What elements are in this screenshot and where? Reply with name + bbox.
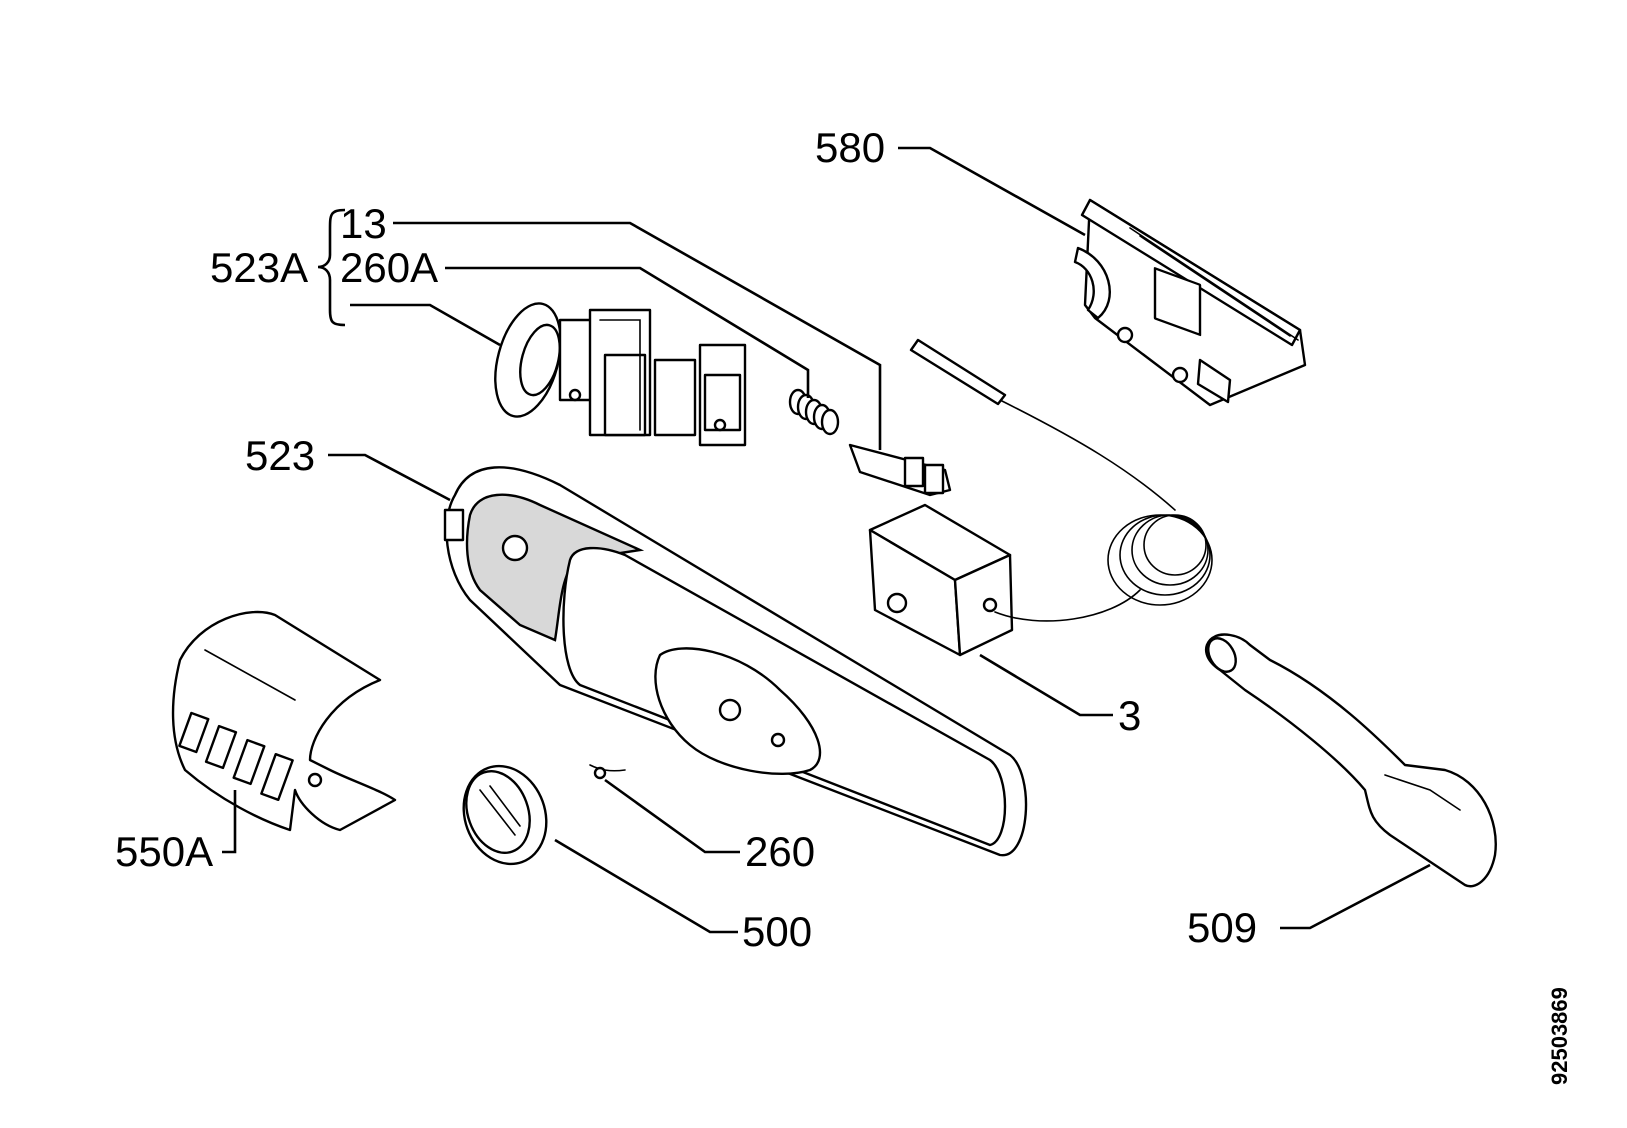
part-523A-switch-assembly (494, 302, 747, 447)
callout-labels: 580 13 523A 260A 523 3 550A 260 500 509 (115, 124, 1257, 955)
label-3: 3 (1118, 692, 1141, 739)
part-580-bracket (1073, 198, 1307, 407)
label-523A: 523A (210, 244, 308, 291)
label-260A: 260A (340, 244, 438, 291)
label-523: 523 (245, 432, 315, 479)
label-509: 509 (1187, 904, 1257, 951)
leader-550A (222, 790, 237, 854)
document-id: 92503869 (1547, 987, 1572, 1085)
brace-523A (317, 208, 346, 327)
leader-3 (979, 653, 1113, 717)
part-13-lever (848, 443, 952, 497)
leader-lines (222, 146, 1431, 934)
leader-13 (393, 221, 882, 450)
part-500-knob (462, 764, 548, 866)
label-13: 13 (340, 200, 387, 247)
label-580: 580 (815, 124, 885, 171)
label-500: 500 (742, 908, 812, 955)
part-260A-spring (788, 388, 840, 436)
leader-523A (350, 303, 501, 347)
leader-260 (604, 778, 740, 854)
leader-523 (328, 453, 451, 502)
part-509-handle (1204, 633, 1497, 888)
leader-500 (554, 838, 738, 934)
leader-260A (445, 266, 810, 398)
label-260: 260 (745, 828, 815, 875)
leader-580 (898, 146, 1086, 237)
part-3-thermostat (868, 338, 1213, 657)
part-260-clip (589, 764, 626, 780)
leader-509 (1280, 863, 1431, 930)
part-550A-cover (171, 610, 397, 832)
part-523-housing (443, 466, 1028, 857)
label-550A: 550A (115, 828, 213, 875)
